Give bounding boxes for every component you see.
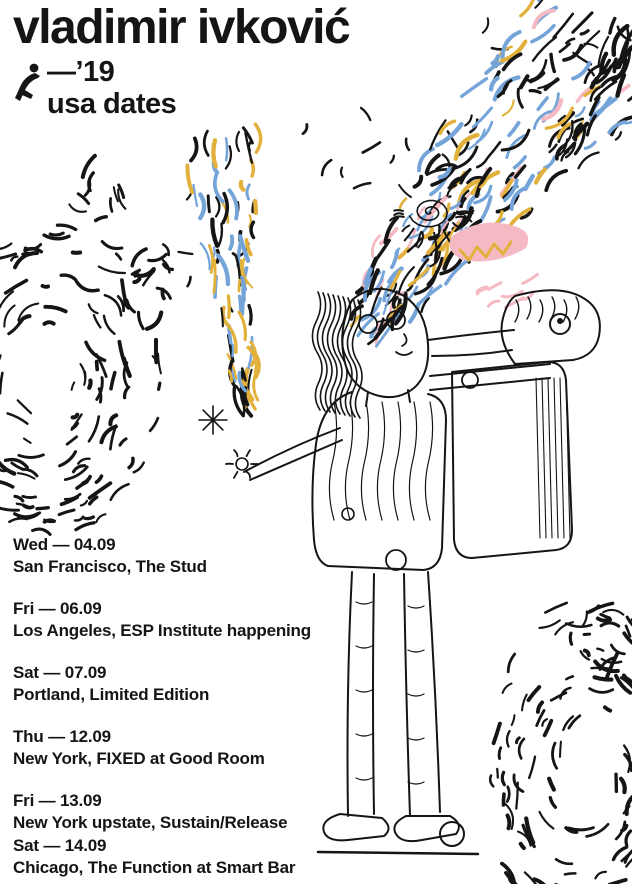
tour-date-day: Wed — 04.09 [13,535,116,554]
poster-title: vladimir ivković [13,1,351,54]
tour-date-venue: Los Angeles, ESP Institute happening [13,620,311,640]
subtitle-usa-dates: usa dates [47,88,177,121]
poster-subtitle-lines: —’19 usa dates [47,55,177,121]
tour-date-day: Thu — 12.09 [13,727,111,746]
tour-date-venue: San Francisco, The Stud [13,556,207,576]
tour-date-item: Fri — 13.09 New York upstate, Sustain/Re… [13,790,311,833]
tour-date-day: Sat — 14.09 [13,836,107,855]
tour-date-venue: New York, FIXED at Good Room [13,748,265,768]
subtitle-year: —’19 [47,55,115,88]
tour-dates-list: Wed — 04.09 San Francisco, The Stud Fri … [13,534,311,884]
tour-date-day: Sat — 07.09 [13,663,107,682]
tour-date-item: Sat — 14.09 Chicago, The Function at Sma… [13,835,311,878]
tour-date-day: Fri — 06.09 [13,599,102,618]
tour-date-item: Fri — 06.09 Los Angeles, ESP Institute h… [13,598,311,641]
tour-date-item: Sat — 07.09 Portland, Limited Edition [13,662,311,705]
poster-subtitle: —’19 usa dates [13,56,349,121]
tour-date-venue: Portland, Limited Edition [13,684,210,704]
tour-date-day: Fri — 13.09 [13,791,102,810]
tour-date-venue: New York upstate, Sustain/Release [13,812,288,832]
tour-date-item: Thu — 12.09 New York, FIXED at Good Room [13,726,311,769]
poster-header: vladimir ivković —’19 usa dates [13,1,351,121]
falling-figure-icon [15,63,40,101]
tour-date-venue: Chicago, The Function at Smart Bar [13,857,296,877]
tour-date-item: Wed — 04.09 San Francisco, The Stud [13,534,311,577]
